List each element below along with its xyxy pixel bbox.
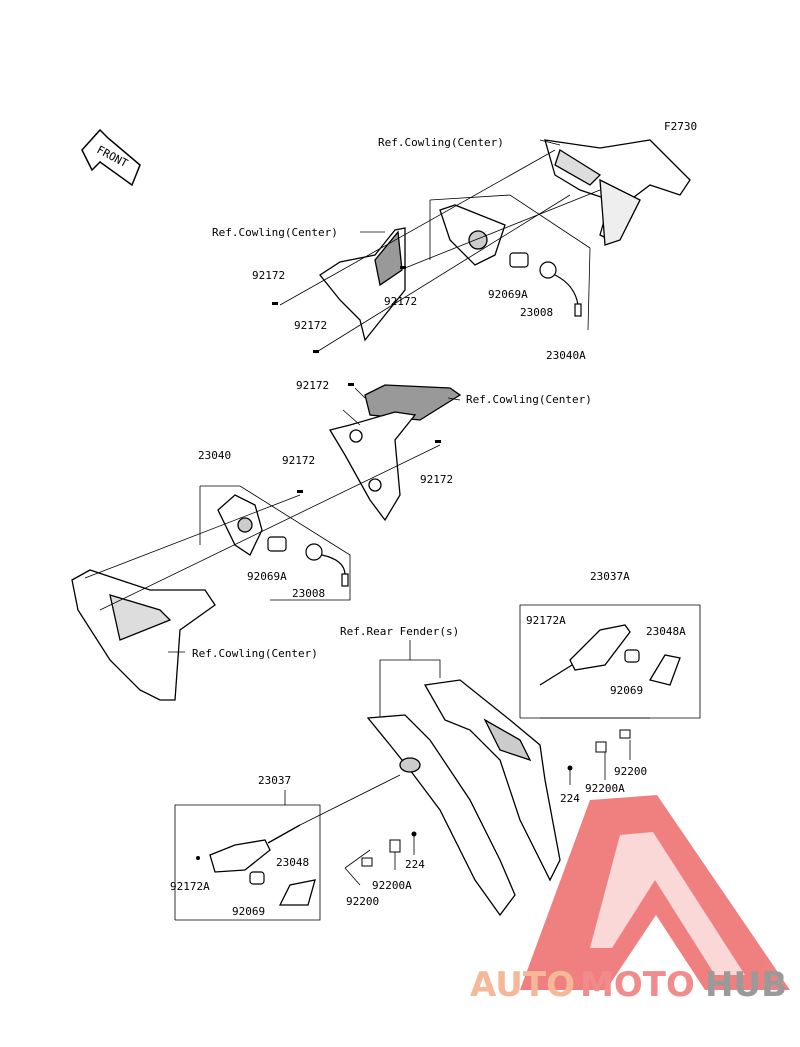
label-23040a: 23040A [546,349,586,362]
screw-92172-top-b [313,350,319,353]
watermark-text-part1: AUTO [470,965,575,1005]
screw-224-left [411,831,417,837]
bulb-92069a-middle [267,536,287,552]
label-23037: 23037 [258,774,291,787]
upper-left-cowling-piece [319,227,406,342]
watermark-text-part3: HUB [705,965,787,1005]
turn-signal-23037a [539,624,631,686]
label-23048a: 23048A [646,625,686,638]
screw-92172-top-c [400,266,406,269]
diagram-code: F2730 [664,120,697,133]
clip-92200a-left [389,839,401,853]
label-92200-right: 92200 [614,765,647,778]
screw-92172-top-a [272,302,278,305]
label-92172-middle-b: 92172 [282,454,315,467]
rear-fender-bracket-right [423,679,561,882]
ref-cowling-center-upper-left: Ref.Cowling(Center) [212,226,338,239]
ref-cowling-center-top: Ref.Cowling(Center) [378,136,504,149]
label-92172a-left: 92172A [170,880,210,893]
screw-224-right [567,765,573,771]
label-92172-top-b: 92172 [294,319,327,332]
top-leader-lines [279,139,601,354]
turn-signal-housing-23040 [217,494,263,556]
label-224-left: 224 [405,858,425,871]
label-23048: 23048 [276,856,309,869]
clip-92200-right [595,741,607,753]
label-92172-middle-c: 92172 [420,473,453,486]
label-92172-middle-a: 92172 [296,379,329,392]
ref-cowling-center-middle: Ref.Cowling(Center) [466,393,592,406]
label-92069a-top: 92069A [488,288,528,301]
label-23037a: 23037A [590,570,630,583]
label-224-right: 224 [560,792,580,805]
ref-rear-fender: Ref.Rear Fender(s) [340,625,459,638]
ref-cowling-center-lower: Ref.Cowling(Center) [192,647,318,660]
front-arrow-badge: FRONT [81,128,141,187]
screw-92172-middle-c [435,440,441,443]
bulb-92069a-top [509,252,529,268]
label-92069a-middle: 92069A [247,570,287,583]
turn-signal-housing-23040a [439,204,506,266]
screw-92172-middle-a [348,383,354,386]
left-small-parts-leader [344,836,415,886]
bulb-92069-right [624,649,640,663]
screw-92172-middle-b [297,490,303,493]
middle-cowling-grille [364,384,462,421]
lens-23048a [648,654,681,686]
bulb-92069-left [249,871,265,885]
label-23040: 23040 [198,449,231,462]
label-23008-top: 23008 [520,306,553,319]
screw-92172a-left [196,856,200,860]
label-92200-left: 92200 [346,895,379,908]
label-92069-left: 92069 [232,905,265,918]
watermark-text-part2: MOTO [580,965,695,1005]
label-92200a-right: 92200A [585,782,625,795]
label-92172-top-c: 92172 [384,295,417,308]
label-92200a-left: 92200A [372,879,412,892]
label-92069-right: 92069 [610,684,643,697]
socket-23008-middle [305,543,349,587]
watermark-logo-shape [520,795,790,990]
rear-fender-leader [379,640,441,718]
lower-cowling-left [71,569,216,701]
socket-23008-top [539,261,582,317]
label-92172-top-a: 92172 [252,269,285,282]
label-23008-middle: 23008 [292,587,325,600]
watermark-logo [520,795,790,990]
label-92172a-right: 92172A [526,614,566,627]
clip-92200a-right [619,729,631,739]
rear-fender-bracket-left [366,714,516,917]
clip-92200-left [361,857,373,867]
middle-cowling-bracket [328,411,417,522]
top-cowling-bracket [544,139,691,246]
right-small-parts-leader [540,717,650,785]
turn-signal-23037 [209,824,301,873]
kit-bracket-23037 [174,774,401,921]
middle-leader-lines [84,387,461,653]
lens-23048 [278,879,316,906]
